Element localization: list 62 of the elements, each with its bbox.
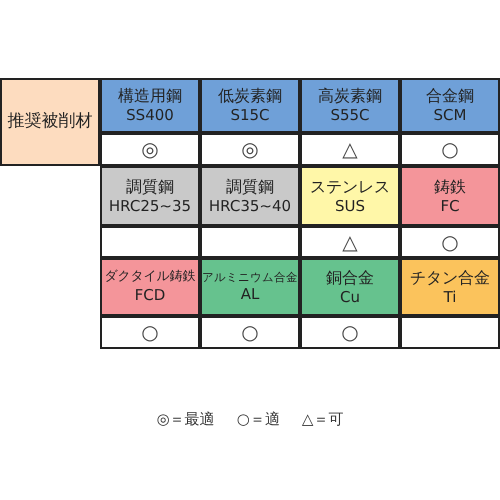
legend-text: △＝可 [302,410,344,429]
material-cell [400,78,500,133]
rating-cell [300,226,400,258]
material-name: ステンレス [310,176,390,197]
grade-code: S55C [330,106,370,125]
rating-symbol: ○ [241,320,259,345]
header-label: 推奨被削材 [8,111,92,133]
grade-code: HRC25~35 [108,196,192,216]
material-cell [200,78,300,133]
material-name: チタン合金 [410,268,490,288]
rating-cell [100,133,200,166]
material-cell [400,258,500,316]
material-cell [300,78,400,133]
grade-code: HRC35~40 [208,196,292,216]
material-cell [300,166,400,226]
grade-code: FCD [134,286,166,305]
grade-code: SCM [434,106,466,125]
rating-symbol: △ [342,137,358,162]
header-cell [0,78,100,166]
material-name: アルミニウム合金 [202,270,298,285]
material-name: 調質鋼 [126,176,174,197]
rating-symbol: ◎ [241,137,259,162]
rating-symbol: △ [342,230,358,254]
rating-symbol: ○ [441,137,459,162]
material-cell [400,166,500,226]
grade-code: SS400 [126,106,174,125]
rating-cell [200,226,300,258]
rating-cell [400,133,500,166]
material-cell [200,258,300,316]
grade-code: Cu [340,288,360,306]
legend-text: ○＝適 [236,410,280,429]
legend-text: ◎＝最適 [156,410,215,429]
material-name: 低炭素鋼 [218,86,282,106]
grade-code: SUS [334,196,366,216]
rating-symbol: ○ [341,320,359,345]
rating-symbol: ○ [441,230,459,254]
material-name: 合金鋼 [426,86,474,106]
rating-cell [100,316,200,349]
material-name: 高炭素鋼 [318,86,382,106]
grade-code: AL [240,284,260,304]
material-cell [300,258,400,316]
rating-cell [100,226,200,258]
material-name: 銅合金 [326,268,374,288]
material-name: 構造用鋼 [118,86,182,106]
rating-symbol: ◎ [141,137,159,162]
rating-cell [200,316,300,349]
rating-cell [200,133,300,166]
material-name: 鋳鉄 [434,176,466,197]
material-name: 調質鋼 [226,176,274,197]
grade-code: S15C [230,106,270,125]
material-name: ダクタイル鋳鉄 [104,269,196,286]
rating-cell [400,226,500,258]
grade-code: Ti [444,288,456,306]
material-cell [100,78,200,133]
grade-code: FC [440,196,460,216]
rating-cell [300,316,400,349]
material-cell [100,166,200,226]
rating-cell [300,133,400,166]
rating-cell [400,316,500,349]
material-cell [100,258,200,316]
material-cell [200,166,300,226]
rating-symbol: ○ [141,320,159,345]
